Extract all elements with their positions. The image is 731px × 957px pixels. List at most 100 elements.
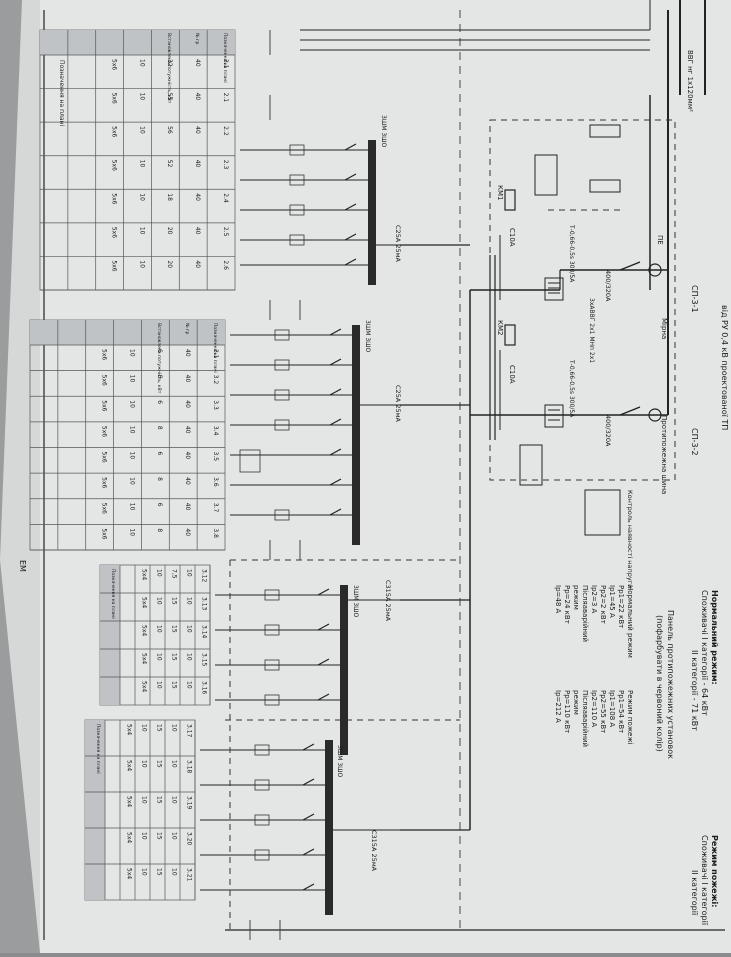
table-cell: 40 [194,59,201,67]
table-cell: 10 [141,796,148,804]
table-cell: 10 [141,760,148,768]
table-cell: 5х4 [141,569,148,580]
fire-mode-line: режим [572,690,580,715]
table-cell: 15 [171,597,178,605]
table-cell: 2.6 [222,260,229,270]
table-cell: 40 [194,160,201,168]
bus-4-label: 3ШМ 3ШО [336,745,343,778]
table-cell: 10 [128,528,135,536]
table-cell: 5х4 [126,724,133,735]
table-cell: 10 [171,868,178,876]
normal-mode-line: Рр1=22 кВт [617,585,625,628]
table-cell: 10 [138,160,145,168]
table-cell: 3.6 [212,477,219,487]
normal-mode-line: режим [572,585,580,610]
table-cell: 5х6 [110,260,117,271]
table-cell: 5х6 [110,160,117,171]
table-cell: 5х4 [126,796,133,807]
table-cell: 5х6 [100,349,107,360]
mode-line-2: II категорії - 71 кВт [690,650,699,731]
table-cell: 10 [156,653,163,661]
table-cell: 20 [166,227,173,235]
table-cell: 6 [156,452,163,456]
table-cell: 5х4 [141,681,148,692]
bus-bar-1 [368,140,376,285]
group-breaker-3: С315А 25мА [384,580,392,622]
table-cell: 3.3 [212,400,219,410]
fire-line-1: Споживачі I категорії [700,835,709,926]
table-cell: 5х6 [100,528,107,539]
bus-2-label: 3ШМ 3ШО [364,320,371,353]
table-cell: 10 [156,681,163,689]
table-cell: 5х6 [110,93,117,104]
table-cell: 10 [141,832,148,840]
table-cell: 10 [171,796,178,804]
table-header: № гр [184,323,190,334]
rcd-boxes [239,144,305,861]
table-4: 3.173.183.193.203.2110101010101515151515… [84,719,196,901]
normal-mode-line: Ір2=3 А [590,585,598,614]
km1-breaker: С10А [508,228,516,247]
table-cell: 10 [128,503,135,511]
table-cell: 8 [156,375,163,379]
table-cell: 2.4 [222,193,229,203]
table-cell: 3.5 [212,452,219,462]
current-transformer-1 [544,277,564,301]
contactor-km2 [499,324,516,430]
table-cell: 5х6 [100,400,107,411]
table-cell: 10 [156,625,163,633]
table-cell: 40 [184,426,191,434]
table-cell: 3.12 [201,569,208,583]
table-cell: 15 [171,653,178,661]
corner-label: ЕМ [18,560,27,572]
table-cell: 2.3 [222,160,229,170]
table-cell: 10 [138,260,145,268]
table-cell: 20 [166,260,173,268]
left-label: Позначення на плані [58,60,65,126]
fire-mode-line: Ір=212 А [554,690,562,723]
table-cell: 15 [171,625,178,633]
table-cell: 5х6 [100,452,107,463]
fire-mode-line: Рр2=55 кВт [599,690,607,733]
table-cell: 3.15 [201,653,208,667]
bus-bar-4 [325,740,333,915]
ct-1-label: Т-0,66-0,5s 300/5А [568,224,575,283]
km2-label: КМ2 [496,320,504,335]
table-1: 3.12.12.22.32.42.52.64040404040404032555… [39,29,236,291]
table-cell: 5х6 [100,503,107,514]
table-cell: 3.16 [201,681,208,695]
table-cell: 8 [156,426,163,430]
feeder-breaker-symbols [302,143,357,891]
table-cell: 3.17 [186,724,193,738]
table-cell: 5х4 [126,760,133,771]
fire-mode-line: Ір1=108 А [608,690,616,727]
fuse-block-1 [589,124,621,138]
table-cell: 5х4 [141,653,148,664]
table-cell: 2.1 [222,93,229,103]
table-cell: 3.13 [201,597,208,611]
main-breaker-1 [619,261,662,277]
normal-mode-line: Нормальний режим [626,585,634,658]
table-cell: 5х4 [126,832,133,843]
table-cell: 6 [156,503,163,507]
table-cell: 10 [186,625,193,633]
bus-3-label: 3ШМ 3ШО [352,585,359,618]
table-cell: 10 [186,569,193,577]
table-cell: 10 [156,569,163,577]
group-breaker-4: С315А 25мА [370,830,378,872]
table-cell: 40 [184,477,191,485]
table-cell: 10 [138,126,145,134]
ct-2-label: Т-0,66-0,5s 300/5А [568,359,575,418]
table-cell: 40 [194,126,201,134]
fire-mode-line: Рр=110 кВт [563,690,571,733]
table-cell: 2.2 [222,126,229,136]
fuse-block-2 [589,179,621,193]
bus-bar-3 [340,585,348,755]
table-cell: 8 [156,477,163,481]
table-cell: 5х4 [141,597,148,608]
table-cell: 3.1 [212,349,219,359]
table-cell: 40 [184,528,191,536]
bus-bar-2 [352,325,360,545]
